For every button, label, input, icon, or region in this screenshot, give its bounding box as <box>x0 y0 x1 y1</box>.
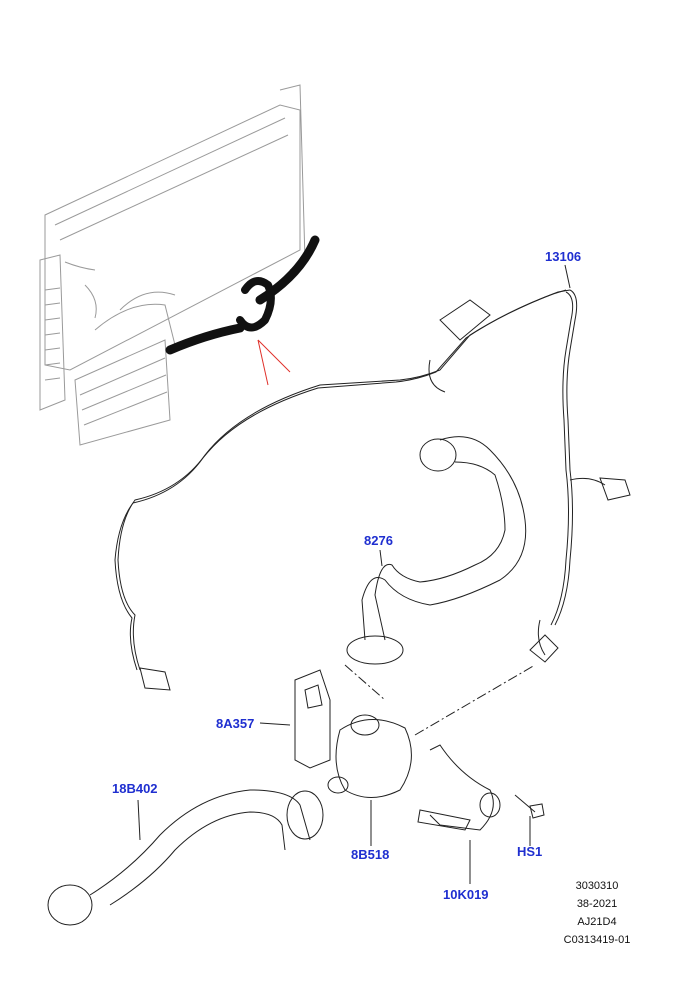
water-pump-8B518 <box>327 714 412 798</box>
callout-13106[interactable]: 13106 <box>545 249 582 264</box>
bracket-10K019 <box>417 744 501 831</box>
radiator-assembly <box>39 84 306 446</box>
callout-18B402[interactable]: 18B402 <box>112 781 158 796</box>
reference-line-1: 3030310 <box>575 880 619 892</box>
callout-8276[interactable]: 8276 <box>364 533 393 548</box>
reference-line-3: AJ21D4 <box>577 916 617 928</box>
alignment-lines <box>344 664 536 736</box>
callout-8A357[interactable]: 8A357 <box>216 716 255 731</box>
hose-18B402 <box>47 789 324 926</box>
callout-HS1[interactable]: HS1 <box>517 844 543 859</box>
callout-8B518[interactable]: 8B518 <box>351 847 390 862</box>
radiator-hoses <box>165 235 320 355</box>
bolt-HS1 <box>514 794 545 819</box>
wiring-harness-13106 <box>114 289 631 691</box>
bracket-8A357 <box>294 669 331 769</box>
location-indicator <box>257 339 291 386</box>
callout-10K019[interactable]: 10K019 <box>443 887 489 902</box>
reference-line-2: 38-2021 <box>576 898 618 910</box>
hose-8276 <box>346 436 527 665</box>
callout-leaders <box>137 264 571 884</box>
reference-line-4: C0313419-01 <box>563 934 631 946</box>
